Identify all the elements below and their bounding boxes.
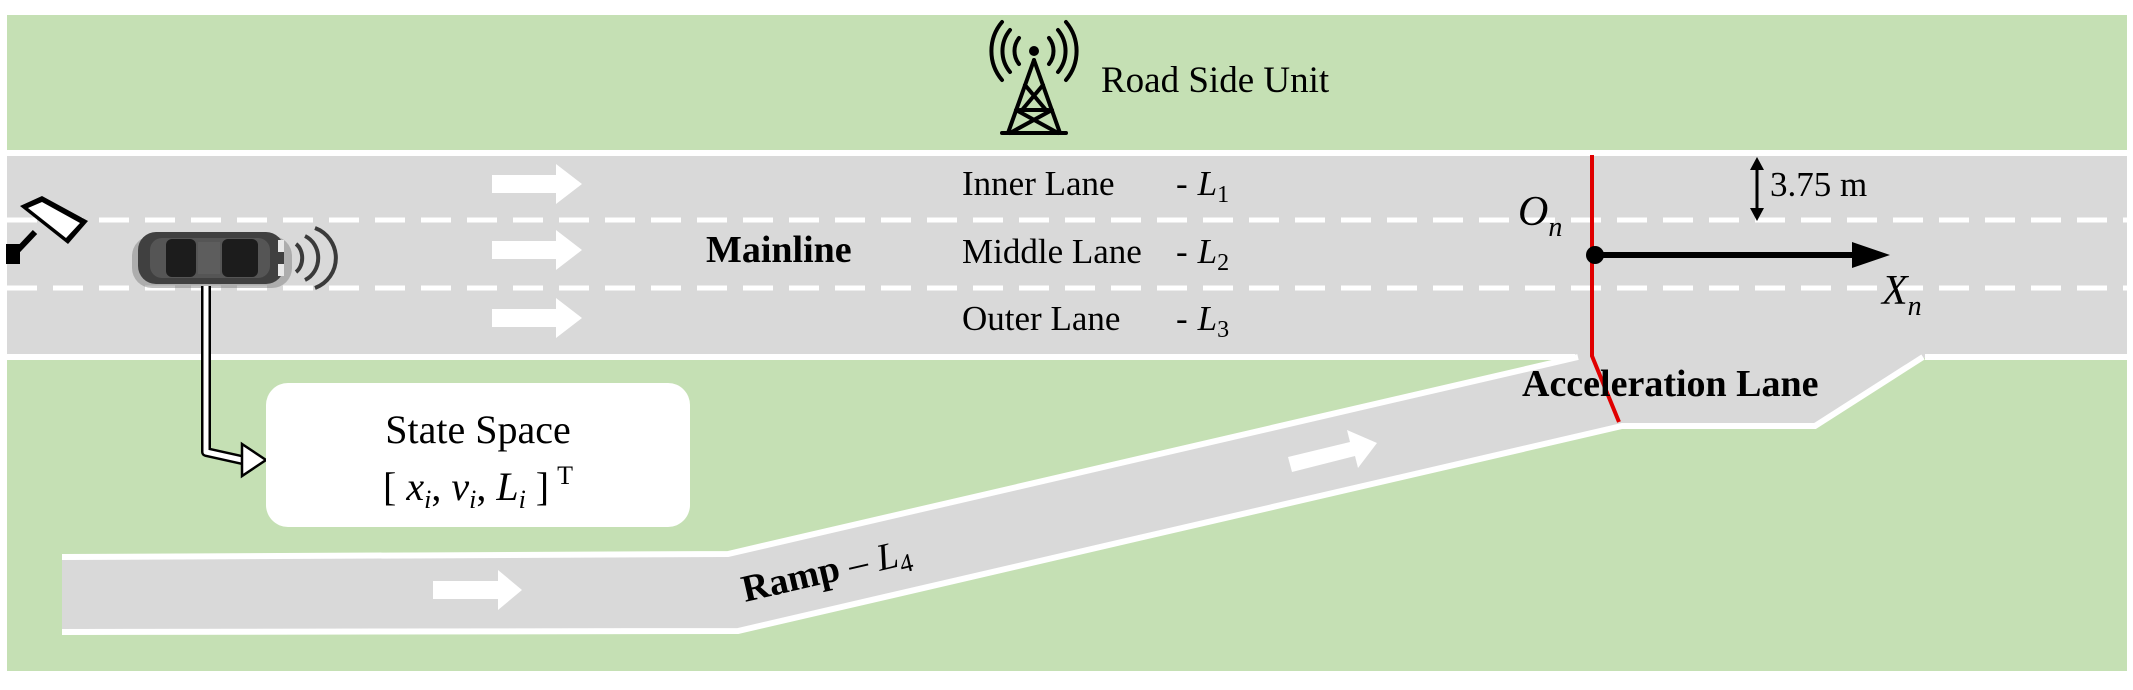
lane-width-label: 3.75 m (1770, 165, 1867, 204)
transpose-mark: T (557, 461, 573, 490)
axis-symbol: X (1880, 268, 1910, 314)
x-axis-arrowhead (1852, 242, 1890, 268)
outer-lane-name: Outer Lane (962, 299, 1120, 338)
lane-dash: - (1176, 232, 1188, 271)
lane-symbol: L (1197, 164, 1217, 203)
middle-lane-symbol: -L2 (1176, 232, 1229, 276)
mainline-label: Mainline (706, 229, 852, 271)
origin-label: On (1518, 189, 1562, 243)
lane-dash: - (1176, 164, 1188, 203)
ramp-subscript: 4 (897, 548, 916, 579)
bracket-open: [ (383, 464, 396, 509)
state-v: v (451, 464, 469, 509)
state-space-box (266, 383, 690, 527)
outer-lane-symbol: -L3 (1176, 299, 1229, 343)
inner-lane-name: Inner Lane (962, 164, 1115, 203)
merge-reference-line (1590, 155, 1621, 423)
state-l: L (495, 464, 518, 509)
lane-symbol: L (1197, 299, 1217, 338)
inner-lane-symbol: -L1 (1176, 164, 1229, 208)
acceleration-lane-label: Acceleration Lane (1522, 363, 1819, 405)
middle-lane-name: Middle Lane (962, 232, 1142, 271)
state-space-title: State Space (385, 407, 571, 452)
state-l-sub: i (519, 485, 526, 514)
lane-subscript: 1 (1217, 182, 1229, 208)
ramp-upper-edge (61, 354, 1579, 560)
arrow-right-icon (1288, 430, 1377, 472)
vehicle-to-state-connector (201, 286, 269, 479)
surveillance-camera-icon (6, 196, 88, 264)
arrow-right-icon (492, 230, 582, 270)
comma-1: , (431, 464, 441, 509)
direction-arrows (433, 164, 1377, 610)
axis-subscript: n (1908, 291, 1922, 322)
lane-width-dimension (1750, 157, 1764, 221)
car-icon (132, 232, 292, 288)
state-x: x (405, 464, 424, 509)
origin-point (1586, 246, 1604, 264)
lane-subscript: 2 (1217, 250, 1229, 276)
wireless-signal-icon (294, 226, 338, 290)
arrow-right-icon (492, 164, 582, 204)
lane-symbol: L (1197, 232, 1217, 271)
origin-subscript: n (1548, 212, 1562, 243)
ramp-lower-edge (61, 354, 1925, 635)
radio-tower-icon (989, 20, 1079, 135)
arrow-right-icon (433, 570, 522, 610)
state-x-sub: i (424, 485, 431, 514)
lane-dash: - (1176, 299, 1188, 338)
lane-subscript: 3 (1217, 317, 1229, 343)
arrow-right-icon (492, 298, 582, 338)
origin-symbol: O (1518, 189, 1548, 235)
state-v-sub: i (469, 485, 476, 514)
rsu-label: Road Side Unit (1101, 60, 1330, 101)
bracket-close: ] (536, 464, 549, 509)
state-space-vector: [xi,vi,Li]T (383, 461, 573, 514)
comma-2: , (476, 464, 486, 509)
axis-label: Xn (1880, 268, 1922, 322)
